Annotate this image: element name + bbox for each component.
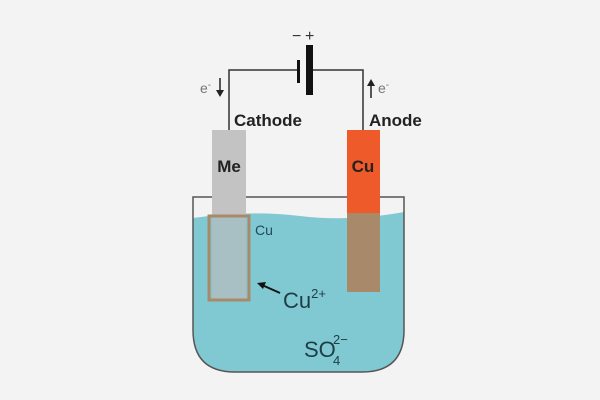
beaker [192,196,405,373]
anode-electrode-submerged [347,212,380,292]
plating-label: Cu [255,222,273,238]
copper-ion-label: Cu2+ [283,286,326,313]
battery-positive-plate [306,45,313,95]
battery-plus: + [305,28,314,45]
electron-right-label: e- [378,80,389,96]
electron-left-label: e- [200,80,211,96]
wire-right [313,69,364,130]
arrow-down-icon [216,78,224,97]
wire-left [228,69,298,130]
anode-electrode-label: Cu [352,157,375,176]
anode-label: Anode [369,111,422,130]
sulfate-ion-label: SO42− [304,332,348,368]
battery-negative-plate [297,60,300,83]
anode-electrode [347,130,380,213]
cathode-electrode-label: Me [217,157,241,176]
cathode-label: Cathode [234,111,302,130]
copper-deposit [207,214,251,302]
battery-minus: − [292,28,301,45]
arrow-up-icon [367,79,375,98]
ion-arrow-icon [257,282,281,294]
